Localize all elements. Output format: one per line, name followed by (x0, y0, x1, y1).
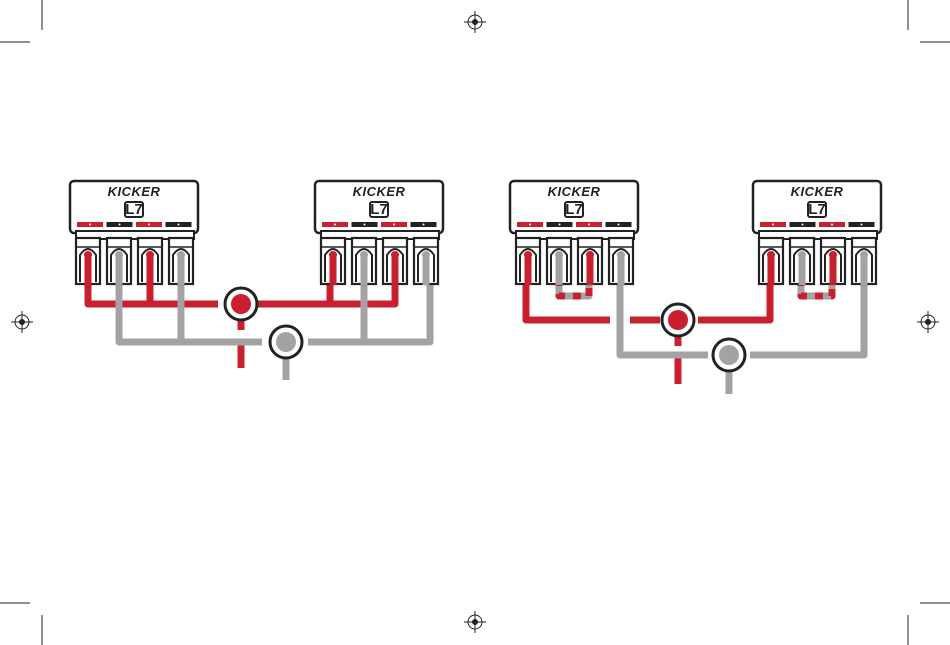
negative-terminal (352, 238, 376, 285)
brand-label: KICKER (108, 184, 161, 199)
negative-terminal (852, 238, 876, 285)
positive-terminal (759, 238, 783, 285)
registration-mark-top (464, 11, 486, 33)
junction-positive (662, 304, 694, 336)
positive-terminal (138, 238, 162, 285)
brand-label: KICKER (548, 184, 601, 199)
subwoofer-terminal-block: KICKER L7 (510, 181, 638, 285)
negative-terminal (107, 238, 131, 285)
brand-label: KICKER (791, 184, 844, 199)
subwoofers: KICKER L7 KICKER L7 KICKER L7 KICKER L7 (70, 181, 881, 285)
model-label: L7 (808, 201, 826, 218)
negative-terminal (790, 238, 814, 285)
model-label: L7 (125, 201, 143, 218)
negative-terminal (547, 238, 571, 285)
negative-terminal (169, 238, 193, 285)
brand-label: KICKER (353, 184, 406, 199)
junction-positive (225, 288, 257, 320)
registration-mark-bottom (464, 611, 486, 633)
subwoofer-terminal-block: KICKER L7 (70, 181, 198, 285)
negative-terminal (609, 238, 633, 285)
registration-mark-left (11, 311, 33, 333)
positive-terminal (578, 238, 602, 285)
registration-mark-right (917, 311, 939, 333)
positive-terminal (383, 238, 407, 285)
positive-terminal (821, 238, 845, 285)
positive-terminal (76, 238, 100, 285)
negative-terminal (414, 238, 438, 285)
model-label: L7 (565, 201, 583, 218)
junction-negative (270, 326, 302, 358)
positive-terminal (321, 238, 345, 285)
subwoofer-terminal-block: KICKER L7 (753, 181, 881, 285)
subwoofer-terminal-block: KICKER L7 (315, 181, 443, 285)
positive-terminal (516, 238, 540, 285)
wire-positive (258, 262, 330, 304)
model-label: L7 (370, 201, 388, 218)
junction-negative (713, 339, 745, 371)
